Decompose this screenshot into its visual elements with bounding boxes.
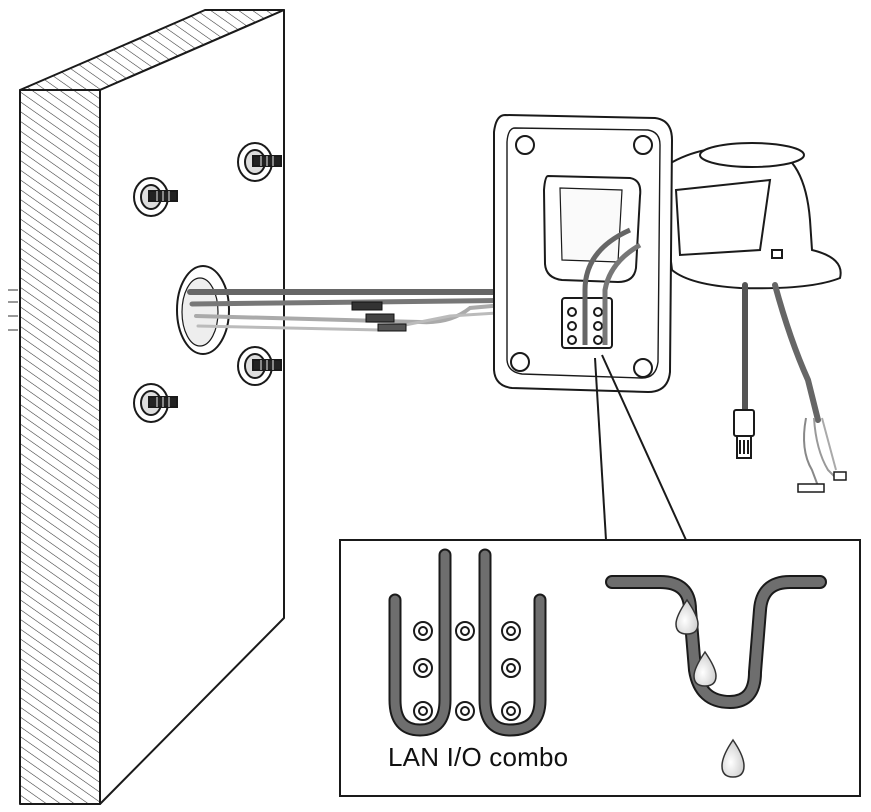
inset-box	[339, 539, 861, 797]
rj45-connector-icon	[733, 409, 755, 459]
callout-lines	[594, 354, 687, 541]
screw-icon	[237, 346, 282, 386]
wall-screws	[133, 142, 282, 423]
screw-icon	[237, 142, 282, 182]
hanging-cables	[742, 282, 821, 423]
wall-side-face	[19, 89, 101, 805]
water-drop-icon	[675, 598, 699, 635]
drip-loop-cable	[605, 575, 827, 710]
inset-caption: LAN I/O combo	[388, 742, 569, 772]
bracket-back-plate	[493, 113, 842, 394]
wall-edge-marks	[8, 289, 18, 331]
water-drop-icons	[675, 598, 745, 778]
screw-icon	[133, 383, 178, 423]
water-drop-icon	[693, 650, 717, 687]
wall-front-face	[99, 9, 285, 805]
looped-cables	[388, 548, 547, 737]
multi-pin-connector-icon	[797, 417, 847, 493]
screw-icon	[133, 177, 178, 217]
port-grid	[413, 621, 521, 721]
cable-hole	[176, 265, 230, 355]
water-drop-icon	[721, 738, 745, 778]
